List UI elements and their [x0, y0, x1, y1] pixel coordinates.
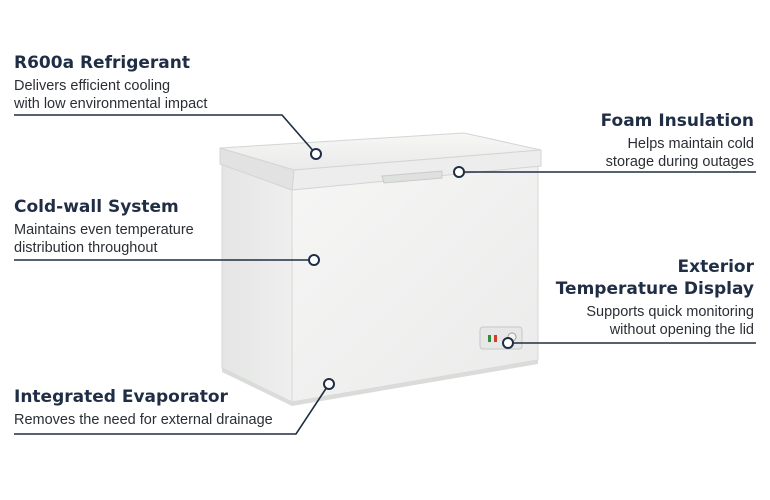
callout-dot-icon: [502, 337, 514, 349]
leader-line-r600a: [14, 114, 317, 155]
feature-integrated-evaporator: Integrated Evaporator Removes the need f…: [14, 386, 334, 429]
callout-dot-icon: [310, 148, 322, 160]
feature-title: Integrated Evaporator: [14, 387, 228, 407]
feature-exterior-temperature-display: Exterior Temperature Display Supports qu…: [454, 256, 754, 339]
feature-title: Exterior Temperature Display: [555, 257, 754, 299]
callout-dot-icon: [453, 166, 465, 178]
callout-dot-icon: [323, 378, 335, 390]
feature-description: Supports quick monitoring without openin…: [586, 304, 754, 338]
callout-dot-icon: [308, 254, 320, 266]
feature-title: Cold-wall System: [14, 197, 179, 217]
feature-cold-wall-system: Cold-wall System Maintains even temperat…: [14, 196, 314, 257]
feature-title: Foam Insulation: [600, 111, 754, 131]
feature-description: Maintains even temperature distribution …: [14, 222, 194, 256]
feature-foam-insulation: Foam Insulation Helps maintain cold stor…: [454, 110, 754, 171]
feature-description: Helps maintain cold storage during outag…: [605, 136, 754, 170]
leader-line-evaporator: [14, 383, 330, 435]
feature-description: Removes the need for external drainage: [14, 412, 273, 428]
feature-title: R600a Refrigerant: [14, 53, 190, 73]
leader-lines: [14, 114, 756, 435]
chest-freezer-image: [219, 132, 542, 406]
feature-r600a-refrigerant: R600a Refrigerant Delivers efficient coo…: [14, 52, 314, 113]
feature-description: Delivers efficient cooling with low envi…: [14, 78, 208, 112]
